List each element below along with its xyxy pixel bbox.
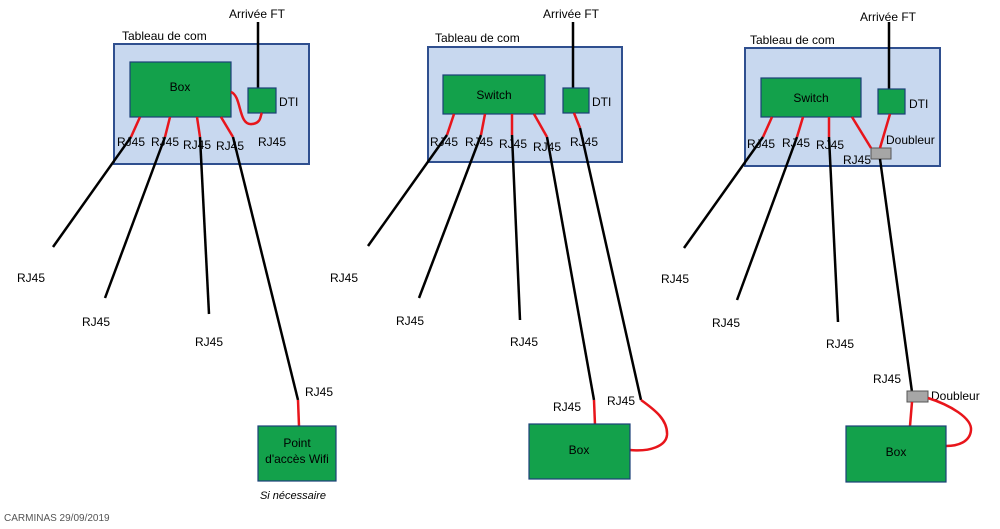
port-label: RJ45	[533, 140, 561, 154]
cable	[545, 136, 596, 401]
red-stub	[572, 112, 582, 129]
wifi-note: Si nécessaire	[260, 490, 326, 502]
red-stub	[479, 113, 487, 136]
footer-credit: CARMINAS 29/09/2019	[4, 513, 110, 524]
cable-end-label: RJ45	[873, 372, 901, 386]
dti-label-2: DTI	[592, 95, 611, 109]
cable	[231, 136, 300, 401]
switch-3	[760, 77, 862, 118]
red-stub	[795, 116, 805, 138]
doubler-label-1: Doubleur	[886, 133, 935, 147]
cable	[735, 136, 799, 301]
box-3	[845, 425, 947, 483]
dti-3	[877, 88, 906, 115]
box-label-2: Box	[569, 443, 590, 457]
dti-2	[562, 87, 590, 114]
cable	[827, 136, 840, 323]
red-stub	[532, 113, 549, 138]
red-stub	[445, 113, 456, 136]
port-label: RJ45	[117, 135, 145, 149]
red-stub	[908, 401, 914, 427]
diagram-2: Tableau de com Arrivée FT Switch DTI RJ4…	[330, 7, 669, 480]
box-link-3	[927, 396, 973, 448]
red-stub	[219, 116, 235, 138]
cable-end-label: RJ45	[17, 271, 45, 285]
cable-end-label: RJ45	[82, 315, 110, 329]
cable	[198, 136, 211, 315]
red-stub	[850, 116, 873, 149]
switch-2	[442, 74, 546, 115]
box-1	[129, 61, 232, 118]
red-stub	[761, 116, 774, 138]
cable-end-label: RJ45	[712, 316, 740, 330]
red-stub	[296, 399, 301, 427]
wifi-access-point	[257, 425, 337, 482]
red-stub	[878, 113, 892, 149]
cable-end-label: RJ45	[607, 394, 635, 408]
arrival-label-2: Arrivée FT	[543, 7, 600, 21]
port-label: RJ45	[258, 135, 286, 149]
panel-title-2: Tableau de com	[435, 31, 520, 45]
arrival-label-1: Arrivée FT	[229, 7, 286, 21]
switch-label-2: Switch	[476, 88, 511, 102]
switch-label-3: Switch	[793, 91, 828, 105]
diagram-3: Tableau de com Arrivée FT Switch DTI Dou…	[661, 10, 980, 483]
doubler-label-2: Doubleur	[931, 389, 980, 403]
cable	[682, 136, 765, 249]
dti-1	[247, 87, 277, 114]
cable	[578, 127, 643, 401]
box-label-1: Box	[170, 80, 191, 94]
port-label: RJ45	[430, 135, 458, 149]
cable	[103, 136, 167, 299]
port-label: RJ45	[782, 136, 810, 150]
red-stub	[163, 116, 172, 138]
cable-end-label: RJ45	[826, 337, 854, 351]
panel-title-3: Tableau de com	[750, 33, 835, 47]
cable-end-label: RJ45	[553, 400, 581, 414]
dti-label-1: DTI	[279, 95, 298, 109]
cable	[51, 136, 133, 248]
diagram-1: Tableau de com Arrivée FT Box DTI RJ45 R…	[17, 7, 337, 502]
red-stub	[195, 116, 202, 138]
cable-end-label: RJ45	[195, 335, 223, 349]
doubler-2	[906, 390, 929, 403]
cable	[510, 134, 522, 321]
cable-end-label: RJ45	[661, 272, 689, 286]
doubler-1	[870, 147, 892, 160]
arrival-label-3: Arrivée FT	[860, 10, 917, 24]
panel-title-1: Tableau de com	[122, 29, 207, 43]
port-label: RJ45	[216, 139, 244, 153]
box-2	[528, 423, 631, 480]
dti-label-3: DTI	[909, 97, 928, 111]
box-link-2	[629, 398, 669, 452]
cable	[417, 134, 483, 299]
cable-end-label: RJ45	[396, 314, 424, 328]
cable-end-label: RJ45	[510, 335, 538, 349]
cable-end-label: RJ45	[305, 385, 333, 399]
doubler-port-label: RJ45	[843, 153, 871, 167]
port-label: RJ45	[151, 135, 179, 149]
red-stub	[129, 116, 142, 138]
box-label-3: Box	[886, 445, 907, 459]
cable	[366, 134, 449, 247]
port-label: RJ45	[183, 138, 211, 152]
red-stub	[592, 399, 597, 426]
cable-end-label: RJ45	[330, 271, 358, 285]
cable	[878, 158, 914, 393]
dti-box-link-1	[230, 90, 264, 126]
